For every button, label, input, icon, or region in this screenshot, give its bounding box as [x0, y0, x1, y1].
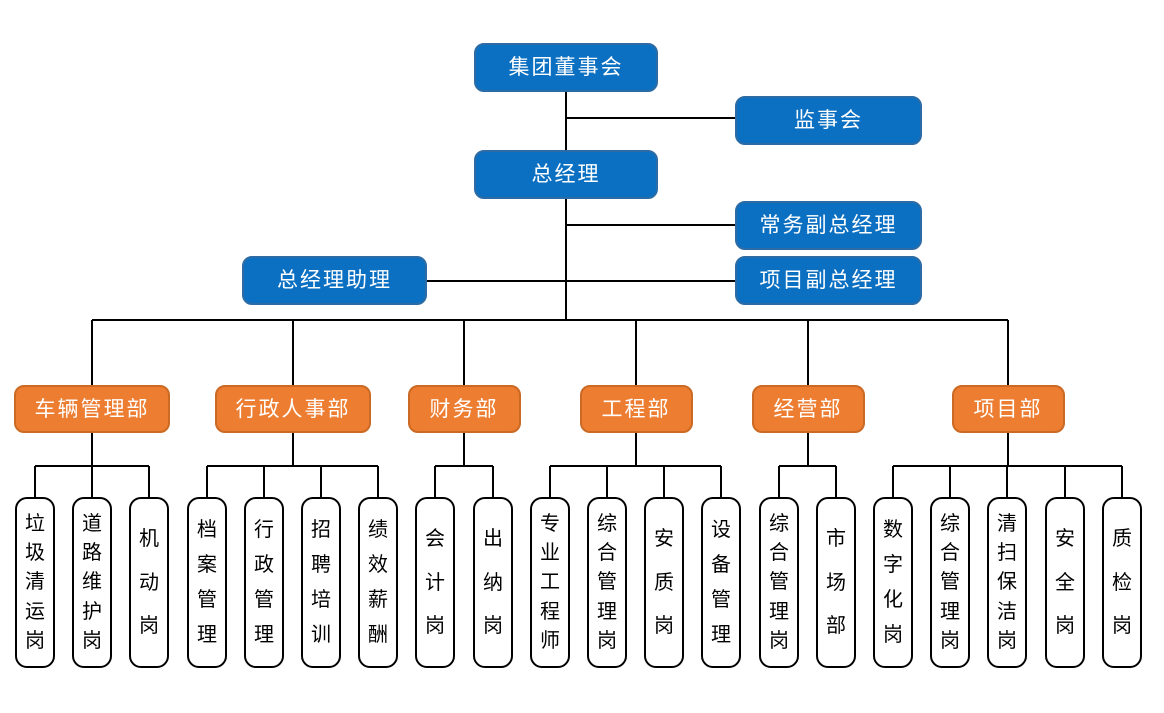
department-node: 行政人事部 — [215, 385, 371, 433]
connector-line — [1007, 433, 1009, 466]
position-node: 安全岗 — [1045, 497, 1085, 668]
connector-line — [565, 199, 567, 320]
connector-line — [91, 320, 93, 385]
position-node: 设备管理 — [701, 497, 741, 668]
position-node: 会计岗 — [415, 497, 455, 668]
connector-line — [148, 466, 150, 497]
connector-line — [606, 466, 608, 497]
position-node: 道路维护岗 — [72, 497, 112, 668]
connector-line — [377, 466, 379, 497]
connector-line — [1121, 466, 1123, 497]
connector-line — [807, 320, 809, 385]
connector-line — [492, 466, 494, 497]
connector-line — [320, 466, 322, 497]
position-node: 数字化岗 — [873, 497, 913, 668]
connector-line — [263, 466, 265, 497]
position-node: 招聘培训 — [301, 497, 341, 668]
connector-line — [720, 466, 722, 497]
node-general-manager: 总经理 — [474, 150, 658, 199]
department-node: 工程部 — [579, 385, 693, 433]
connector-line — [92, 318, 1008, 322]
position-node: 市场部 — [816, 497, 856, 668]
position-node: 综合管理岗 — [587, 497, 627, 668]
connector-line — [807, 433, 809, 466]
connector-line — [91, 433, 93, 466]
position-node: 安质岗 — [644, 497, 684, 668]
connector-line — [835, 466, 837, 497]
connector-line — [34, 466, 36, 497]
connector-line — [663, 466, 665, 497]
position-node: 综合管理岗 — [930, 497, 970, 668]
department-node: 项目部 — [951, 385, 1065, 433]
node-group-board: 集团董事会 — [474, 43, 658, 92]
node-gm-assistant: 总经理助理 — [242, 256, 427, 305]
connector-line — [949, 466, 951, 497]
node-project-deputy-gm: 项目副总经理 — [735, 256, 922, 305]
node-supervisory-board: 监事会 — [735, 96, 922, 145]
connector-line — [778, 466, 780, 497]
connector-line — [427, 280, 735, 282]
connector-line — [779, 465, 836, 467]
position-node: 绩效薪酬 — [358, 497, 398, 668]
connector-line — [206, 466, 208, 497]
position-node: 档案管理 — [187, 497, 227, 668]
connector-line — [549, 466, 551, 497]
connector-line — [292, 433, 294, 466]
department-node: 车辆管理部 — [14, 385, 170, 433]
department-node: 财务部 — [407, 385, 521, 433]
position-node: 清扫保洁岗 — [987, 497, 1027, 668]
position-node: 机动岗 — [129, 497, 169, 668]
connector-line — [91, 466, 93, 497]
connector-line — [434, 466, 436, 497]
position-node: 综合管理岗 — [759, 497, 799, 668]
connector-line — [565, 92, 567, 150]
connector-line — [207, 465, 378, 467]
connector-line — [1064, 466, 1066, 497]
connector-line — [550, 465, 721, 467]
position-node: 专业工程师 — [530, 497, 570, 668]
connector-line — [566, 117, 735, 119]
node-executive-deputy-gm: 常务副总经理 — [735, 201, 922, 250]
connector-line — [892, 466, 894, 497]
connector-line — [1007, 320, 1009, 385]
connector-line — [463, 433, 465, 466]
position-node: 垃圾清运岗 — [15, 497, 55, 668]
connector-line — [566, 224, 735, 226]
department-node: 经营部 — [751, 385, 865, 433]
connector-line — [1006, 466, 1008, 497]
connector-line — [435, 465, 493, 467]
connector-line — [635, 433, 637, 466]
position-node: 出纳岗 — [473, 497, 513, 668]
position-node: 质检岗 — [1102, 497, 1142, 668]
connector-line — [463, 320, 465, 385]
connector-line — [292, 320, 294, 385]
position-node: 行政管理 — [244, 497, 284, 668]
connector-line — [635, 320, 637, 385]
